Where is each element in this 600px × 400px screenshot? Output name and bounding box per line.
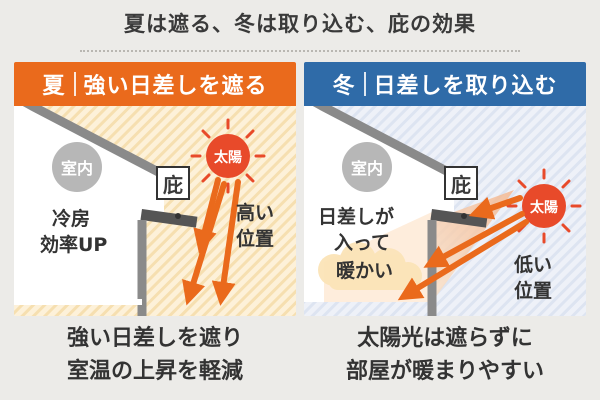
eave-board: [140, 209, 198, 228]
winter-effect-line1: 日差しが: [318, 206, 395, 228]
sun-icon: [506, 168, 582, 244]
eave-board: [430, 209, 488, 228]
winter-header: 冬 日差しを取り込む: [304, 62, 586, 106]
winter-effect-line2: 入って: [334, 232, 391, 254]
winter-indoor-badge: 室内: [342, 142, 392, 192]
winter-sun-label: 太陽: [530, 200, 558, 216]
winter-panel: 冬 日差しを取り込む 室内 日差しが 入って 暖かい 庇 太陽 低い 位置: [304, 62, 586, 316]
summer-indoor-badge: 室内: [52, 142, 102, 192]
winter-sun-pos-line2: 位置: [514, 280, 553, 302]
sunlight-arrow-icon: [397, 195, 529, 301]
summer-panel: 夏 強い日差しを遮る 室内 冷房 効率UP 庇 太陽 高い 位置: [14, 62, 296, 316]
sun-icon: [190, 118, 266, 194]
winter-sun-pos-line1: 低い: [514, 254, 553, 276]
sunlight-arrow-icon: [182, 177, 241, 306]
header-separator: [363, 72, 366, 96]
summer-caption-line1: 強い日差しを遮り: [66, 326, 243, 351]
winter-caption: 太陽光は遮らずに 部屋が暖まりやすい: [300, 322, 590, 388]
winter-caption-line1: 太陽光は遮らずに: [357, 326, 533, 351]
header-separator: [73, 72, 76, 96]
winter-season-label: 冬: [332, 74, 356, 99]
winter-header-text: 日差しを取り込む: [373, 74, 558, 99]
summer-sun-pos-line1: 高い: [236, 202, 275, 224]
summer-effect-line1: 冷房: [52, 208, 91, 230]
winter-caption-line2: 部屋が暖まりやすい: [345, 359, 544, 384]
summer-effect-line2: 効率UP: [40, 234, 108, 256]
winter-effect-line3: 暖かい: [336, 260, 394, 282]
summer-eave-tag: 庇: [156, 166, 190, 200]
summer-header: 夏 強い日差しを遮る: [14, 62, 296, 106]
summer-caption: 強い日差しを遮り 室温の上昇を軽減: [10, 322, 300, 388]
page-title: 夏は遮る、冬は取り込む、庇の効果: [124, 12, 476, 36]
winter-eave-tag: 庇: [444, 166, 478, 200]
summer-sun-pos-line2: 位置: [236, 228, 275, 250]
summer-season-label: 夏: [42, 74, 66, 99]
title-divider: [80, 50, 520, 52]
summer-sun-label: 太陽: [214, 150, 242, 166]
summer-header-text: 強い日差しを遮る: [83, 74, 268, 99]
summer-caption-line2: 室温の上昇を軽減: [66, 359, 243, 384]
